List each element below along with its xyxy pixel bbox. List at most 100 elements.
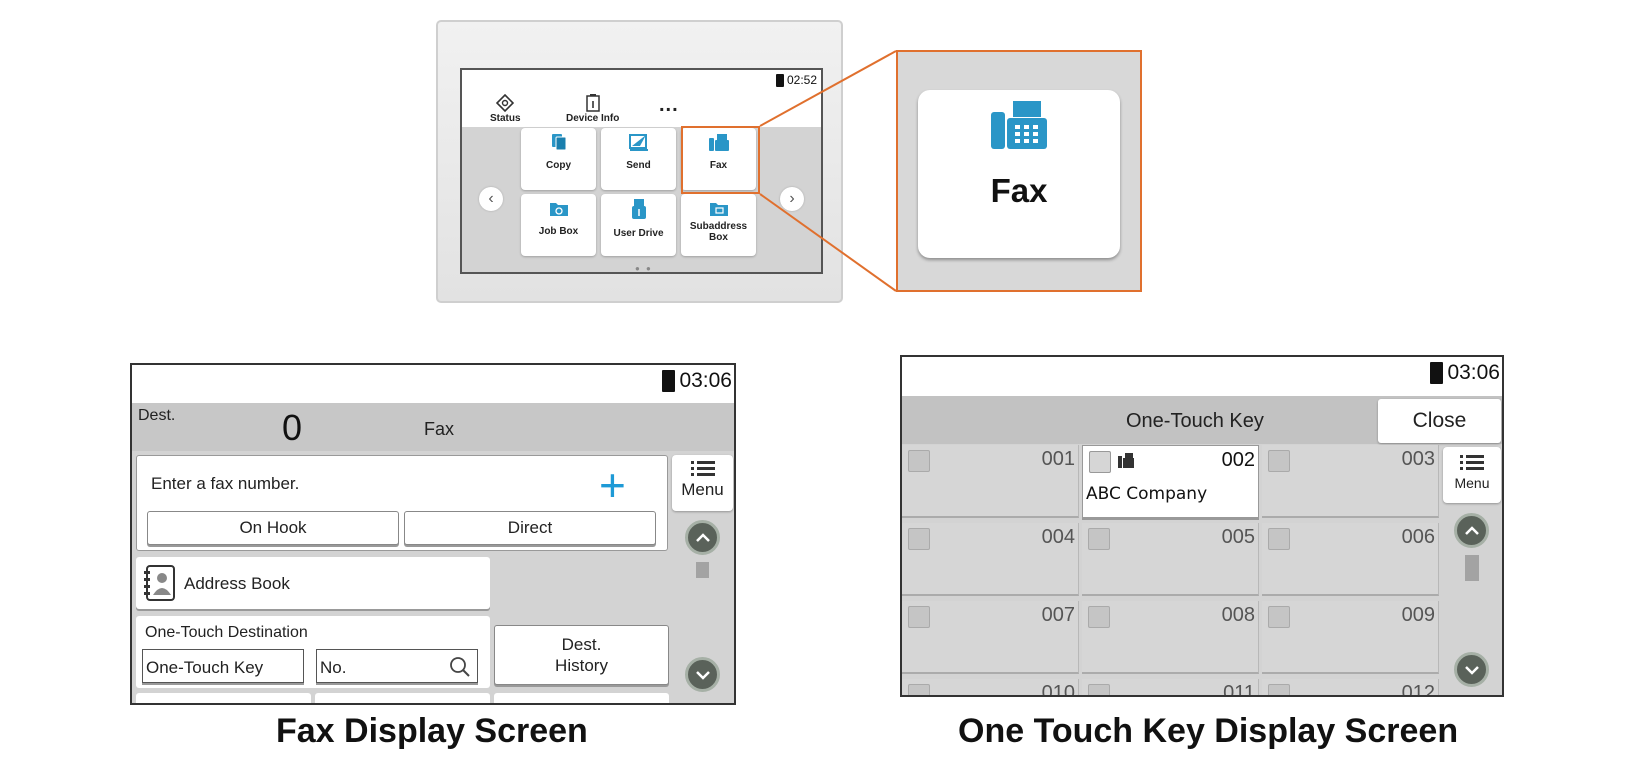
fax-clock: 03:06 xyxy=(662,369,732,393)
one-touch-key[interactable]: 011 xyxy=(1082,679,1259,695)
fax-icon xyxy=(708,134,729,151)
home-clock: 02:52 xyxy=(775,73,817,87)
key-number: 001 xyxy=(1041,448,1075,470)
ot-menu-button[interactable]: Menu xyxy=(1443,447,1501,503)
one-touch-key[interactable]: 012 xyxy=(1262,679,1439,695)
key-select-checkbox[interactable] xyxy=(1268,606,1290,628)
search-icon xyxy=(450,657,470,677)
fax-icon xyxy=(991,101,1047,149)
one-touch-key[interactable]: 007 xyxy=(902,601,1079,674)
fax-menu-button[interactable]: Menu xyxy=(672,455,733,511)
tab-device-info-label: Device Info xyxy=(566,113,620,124)
one-touch-key[interactable]: 005 xyxy=(1082,523,1259,596)
one-touch-key[interactable]: 009 xyxy=(1262,601,1439,674)
key-destination-name: ABC Company xyxy=(1086,484,1208,504)
key-number: 007 xyxy=(1041,604,1075,626)
tab-status-label: Status xyxy=(490,113,521,124)
key-select-checkbox[interactable] xyxy=(1088,528,1110,550)
one-touch-key[interactable]: 008 xyxy=(1082,601,1259,674)
more-button[interactable]: ... xyxy=(659,94,679,116)
ot-clock: 03:06 xyxy=(1430,361,1500,385)
key-select-checkbox[interactable] xyxy=(908,684,930,695)
tile-copy[interactable]: Copy xyxy=(521,128,596,190)
chevron-down-icon xyxy=(695,670,710,680)
device-panel: 02:52 Status Device Info ... xyxy=(436,20,843,303)
key-select-checkbox[interactable] xyxy=(908,450,930,472)
ot-scroll-up-button[interactable] xyxy=(1454,513,1489,548)
one-touch-key[interactable]: 010 xyxy=(902,679,1079,695)
battery-icon xyxy=(775,73,784,87)
key-select-checkbox[interactable] xyxy=(1268,528,1290,550)
key-number: 006 xyxy=(1401,526,1435,548)
fax-scroll-down-button[interactable] xyxy=(685,657,720,692)
tile-fax[interactable]: Fax xyxy=(681,128,756,190)
direct-button[interactable]: Direct xyxy=(404,511,656,545)
fax-zoom-tile[interactable]: Fax xyxy=(918,90,1120,258)
tile-job-box[interactable]: Job Box xyxy=(521,194,596,256)
next-page-button[interactable]: › xyxy=(780,187,804,211)
one-touch-key[interactable]: 004 xyxy=(902,523,1079,596)
device-info-icon xyxy=(585,94,600,112)
close-button[interactable]: Close xyxy=(1378,399,1501,443)
one-touch-key[interactable]: 003 xyxy=(1262,445,1439,518)
menu-list-icon xyxy=(690,461,715,476)
dest-history-label-line2: History xyxy=(555,656,608,675)
fax-number-entry[interactable]: Enter a fax number. + On Hook Direct xyxy=(136,455,668,551)
dest-label: Dest. xyxy=(138,407,176,424)
battery-icon xyxy=(1430,362,1444,384)
tile-send[interactable]: Send xyxy=(601,128,676,190)
subaddress-box-icon xyxy=(709,203,728,216)
key-select-checkbox[interactable] xyxy=(1268,450,1290,472)
partial-row-button-2[interactable] xyxy=(315,693,490,703)
one-touch-key-field[interactable]: One-Touch Key xyxy=(142,649,304,683)
address-book-button[interactable]: Address Book xyxy=(136,557,490,609)
key-select-checkbox[interactable] xyxy=(1268,684,1290,695)
tab-status[interactable]: Status xyxy=(490,94,521,124)
one-touch-key[interactable]: 001 xyxy=(902,445,1079,518)
chevron-left-icon: ‹ xyxy=(488,190,494,207)
tile-job-box-label: Job Box xyxy=(538,226,579,237)
tile-fax-label: Fax xyxy=(709,160,728,171)
chevron-right-icon: › xyxy=(789,190,795,207)
address-book-icon xyxy=(144,565,175,601)
fax-scroll-up-button[interactable] xyxy=(685,520,720,555)
number-search-field[interactable]: No. xyxy=(316,649,478,683)
fax-header: Dest. 0 Fax xyxy=(132,403,734,451)
key-number: 008 xyxy=(1221,604,1255,626)
fax-scroll-thumb[interactable] xyxy=(696,562,709,578)
tile-send-label: Send xyxy=(626,160,651,171)
menu-list-icon xyxy=(1460,455,1484,470)
key-number: 009 xyxy=(1401,604,1435,626)
battery-icon xyxy=(662,370,676,392)
ot-scroll-down-button[interactable] xyxy=(1454,652,1489,687)
on-hook-button[interactable]: On Hook xyxy=(147,511,399,545)
fax-icon xyxy=(1118,453,1134,468)
one-touch-destination-card: One-Touch Destination One-Touch Key No. xyxy=(136,616,490,688)
tile-subaddress-box[interactable]: Subaddress Box xyxy=(681,194,756,256)
copy-icon xyxy=(551,134,566,151)
one-touch-key[interactable]: 006 xyxy=(1262,523,1439,596)
dest-history-button[interactable]: Dest. History xyxy=(494,625,669,685)
key-select-checkbox[interactable] xyxy=(908,606,930,628)
dest-history-label-line1: Dest. xyxy=(561,635,602,654)
key-select-checkbox[interactable] xyxy=(908,528,930,550)
status-icon xyxy=(496,94,515,112)
add-destination-plus-icon[interactable]: + xyxy=(599,459,626,511)
home-clock-text: 02:52 xyxy=(786,73,817,87)
tab-device-info[interactable]: Device Info xyxy=(566,94,619,124)
home-top-bar: 02:52 Status Device Info ... xyxy=(462,70,821,127)
key-number: 002 xyxy=(1221,449,1255,471)
key-number: 003 xyxy=(1401,448,1435,470)
ot-scroll-thumb[interactable] xyxy=(1465,555,1479,581)
key-select-checkbox[interactable] xyxy=(1088,606,1110,628)
prev-page-button[interactable]: ‹ xyxy=(479,187,503,211)
partial-row-button-3[interactable] xyxy=(494,693,669,703)
key-select-checkbox[interactable] xyxy=(1088,684,1110,695)
key-select-checkbox[interactable] xyxy=(1089,451,1111,473)
partial-row-button-1[interactable] xyxy=(136,693,311,703)
ot-title: One-Touch Key xyxy=(1126,410,1264,432)
chevron-down-icon xyxy=(1464,665,1479,675)
tile-user-drive[interactable]: User Drive xyxy=(601,194,676,256)
